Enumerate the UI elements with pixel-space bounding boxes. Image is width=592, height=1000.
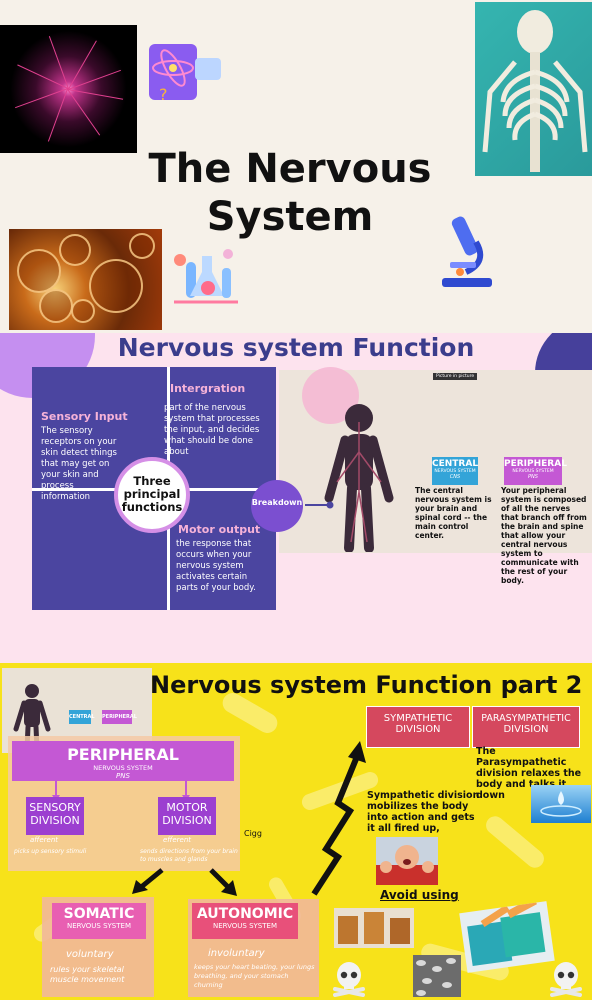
slide-title: Nervous system Function [117, 333, 475, 362]
bubbles-image [9, 229, 162, 330]
peripheral-text: Your peripheral system is composed of al… [501, 486, 587, 585]
skull-crossbones-icon [333, 962, 365, 997]
skull-crossbones-icon [550, 962, 582, 997]
parasympathetic-text: The Parasympathetic division relaxes the… [476, 746, 582, 801]
peripheral-tag: PERIPHERAL [102, 710, 137, 724]
central-text: The central nervous system is your brain… [415, 486, 492, 540]
sensory-kind: afferent [30, 836, 59, 844]
motor-division-box: MOTOR DIVISION [158, 797, 216, 835]
motor-desc: sends directions from your brain to musc… [140, 848, 238, 863]
sympathetic-text: Sympathetic division mobilizes the body … [367, 790, 480, 834]
avoid-heading: Avoid using [380, 888, 459, 902]
sensory-division-box: SENSORY DIVISION [26, 797, 84, 835]
atom-book-icon: ? [149, 44, 221, 104]
zigzag-arrow-up-icon [311, 741, 366, 896]
breakdown-button[interactable]: Breakdown [251, 480, 303, 532]
pills-image [413, 955, 461, 997]
motor-heading: Motor output [178, 523, 261, 536]
integration-text: part of the nervous system that processe… [164, 403, 260, 457]
lab-flasks-icon [174, 249, 238, 304]
plasma-ball-image [0, 25, 137, 153]
slide-title: Nervous system Function part 2 [150, 671, 583, 699]
svg-text:?: ? [159, 85, 168, 104]
sensory-desc: picks up sensory stimuli [14, 848, 87, 855]
water-drop-image [531, 785, 591, 823]
microscope-icon [442, 216, 492, 287]
somatic-desc: rules your skeletal muscle movement [50, 965, 125, 984]
human-figure-icon [324, 404, 394, 552]
nervous-body-video[interactable]: Picture in picture CENTRAL NERVOUS SYSTE… [279, 367, 592, 553]
central-tag: CENTRAL NERVOUS SYSTEM CNS [432, 457, 478, 485]
integration-heading: Intergration [170, 382, 246, 395]
peripheral-tag: PERIPHERAL NERVOUS SYSTEM PNS [504, 457, 567, 485]
autonomic-box: AUTONOMIC NERVOUS SYSTEM [192, 903, 298, 939]
peripheral-box: PERIPHERAL NERVOUS SYSTEM PNS [12, 741, 234, 781]
skeleton-image [475, 2, 592, 176]
three-functions-circle: Three principal functions [114, 457, 190, 533]
arrow-down-left-icon [132, 868, 164, 894]
somatic-box: SOMATIC NERVOUS SYSTEM [52, 903, 146, 939]
function-slide: Nervous system Function Sensory Input Th… [0, 333, 592, 663]
autonomic-desc: keeps your heart beating, your lungs bre… [194, 963, 315, 989]
motor-kind: efferent [163, 836, 192, 844]
shouting-man-image [376, 837, 438, 885]
sympathetic-box: SYMPATHETIC DIVISION [366, 706, 470, 748]
parasympathetic-box: PARASYMPATHETIC DIVISION [472, 706, 580, 748]
human-figure-icon [13, 684, 51, 751]
cigarette-pack-image [459, 897, 555, 973]
functions-panel: Sensory Input The sensory receptors on y… [32, 367, 276, 610]
alcohol-glasses-image [334, 908, 414, 948]
cigg-label: Cigg [244, 829, 262, 838]
central-tag: CENTRAL [69, 710, 95, 724]
sensory-text: The sensory receptors on your skin detec… [41, 426, 117, 502]
motor-text: the response that occurs when your nervo… [176, 539, 256, 593]
arrow-right-icon [305, 501, 334, 509]
picture-in-picture-badge[interactable]: Picture in picture [433, 373, 478, 380]
autonomic-kind: involuntary [208, 948, 265, 959]
function-part2-slide: Nervous system Function part 2 CENTRAL P… [0, 663, 592, 1000]
connector-lines [52, 781, 190, 801]
sensory-heading: Sensory Input [41, 410, 128, 423]
somatic-kind: voluntary [66, 949, 114, 960]
arrow-down-right-icon [209, 868, 237, 896]
